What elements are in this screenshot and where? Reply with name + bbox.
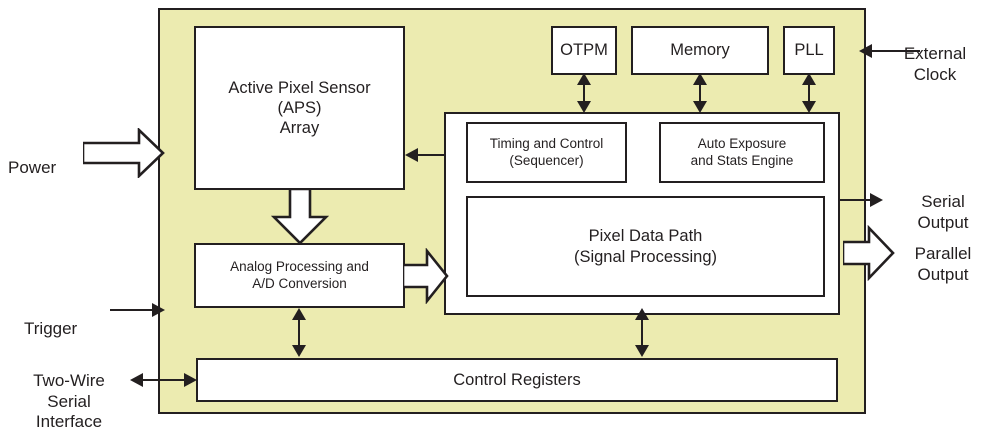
arrowhead-external-clock — [859, 44, 872, 58]
arrowhead-otpm-down — [577, 101, 591, 113]
line-two-wire — [141, 379, 193, 381]
block-control-registers-label: Control Registers — [453, 370, 581, 389]
block-otpm[interactable]: OTPM — [551, 26, 617, 75]
arrowhead-trigger — [152, 303, 165, 317]
arrowhead-otpm-up — [577, 73, 591, 85]
line-pll-core — [808, 82, 810, 106]
arrowhead-two-wire-right — [184, 373, 197, 387]
arrowhead-memory-down — [693, 101, 707, 113]
line-memory-core — [699, 82, 701, 106]
line-external-clock — [872, 50, 920, 52]
arrow-aps-to-analog — [271, 189, 329, 245]
label-trigger: Trigger — [0, 299, 128, 340]
label-parallel-output-text: Parallel Output — [914, 244, 972, 284]
arrow-analog-to-core — [403, 248, 449, 304]
arrowhead-pll-down — [802, 101, 816, 113]
label-external-clock: External Clock — [880, 24, 990, 85]
block-analog-adc-label: Analog Processing and A/D Conversion — [230, 259, 369, 291]
arrowhead-core-registers-down — [635, 345, 649, 357]
line-otpm-core — [583, 82, 585, 106]
line-serial-output — [840, 199, 874, 201]
label-two-wire-serial-interface: Two-Wire Serial Interface — [10, 351, 128, 432]
block-pll[interactable]: PLL — [783, 26, 835, 75]
arrowhead-pll-up — [802, 73, 816, 85]
arrowhead-analog-registers-up — [292, 308, 306, 320]
block-pixel-data-path-label: Pixel Data Path (Signal Processing) — [573, 227, 718, 266]
arrowhead-analog-registers-down — [292, 345, 306, 357]
block-timing-control[interactable]: Timing and Control (Sequencer) — [466, 122, 627, 183]
line-analog-registers — [298, 317, 300, 350]
label-trigger-text: Trigger — [24, 319, 78, 339]
line-core-registers — [641, 317, 643, 350]
arrowhead-memory-up — [693, 73, 707, 85]
arrowhead-serial-output — [870, 193, 883, 207]
block-auto-exposure[interactable]: Auto Exposure and Stats Engine — [659, 122, 825, 183]
line-core-to-aps — [418, 154, 446, 156]
label-parallel-output: Parallel Output — [890, 224, 996, 285]
label-external-clock-text: External Clock — [903, 44, 967, 84]
arrowhead-core-registers-up — [635, 308, 649, 320]
label-serial-output: Serial Output — [890, 172, 996, 233]
block-memory-label: Memory — [670, 41, 730, 60]
arrowhead-core-to-aps — [405, 148, 418, 162]
block-aps-array[interactable]: Active Pixel Sensor (APS) Array — [194, 26, 405, 190]
block-otpm-label: OTPM — [560, 41, 608, 60]
label-power-text: Power — [8, 158, 57, 178]
line-trigger — [110, 309, 156, 311]
arrow-parallel-output — [843, 225, 895, 281]
block-pll-label: PLL — [794, 41, 824, 60]
block-memory[interactable]: Memory — [631, 26, 769, 75]
label-power: Power — [0, 138, 88, 179]
label-two-wire-serial-interface-text: Two-Wire Serial Interface — [33, 371, 105, 432]
label-serial-output-text: Serial Output — [917, 192, 969, 232]
block-auto-exposure-label: Auto Exposure and Stats Engine — [690, 136, 794, 168]
block-analog-adc[interactable]: Analog Processing and A/D Conversion — [194, 243, 405, 308]
block-control-registers[interactable]: Control Registers — [196, 358, 838, 402]
arrowhead-two-wire-left — [130, 373, 143, 387]
block-timing-control-label: Timing and Control (Sequencer) — [489, 136, 604, 168]
block-pixel-data-path[interactable]: Pixel Data Path (Signal Processing) — [466, 196, 825, 297]
arrow-power-input — [83, 128, 165, 178]
block-aps-array-label: Active Pixel Sensor (APS) Array — [228, 78, 371, 138]
